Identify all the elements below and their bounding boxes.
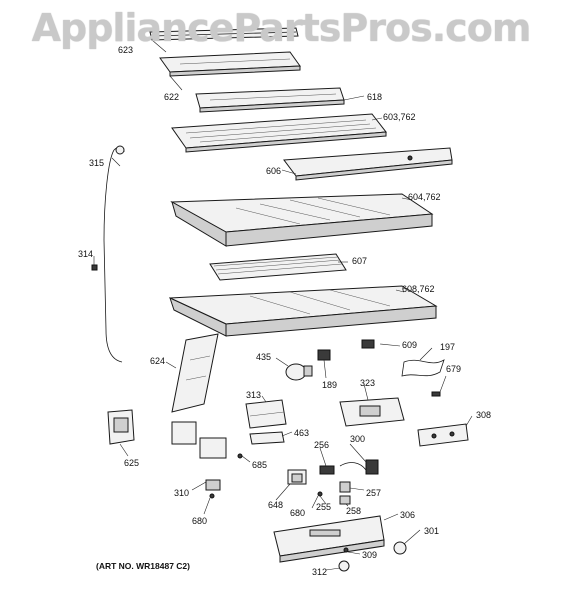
label-604-762: 604,762 bbox=[408, 192, 441, 202]
part-197-gasket bbox=[401, 359, 445, 377]
part-618-rail bbox=[195, 87, 345, 113]
label-256: 256 bbox=[314, 440, 330, 450]
part-300-harness bbox=[339, 459, 379, 475]
part-685-screw bbox=[237, 453, 243, 459]
art-number: (ART NO. WR18487 C2) bbox=[96, 561, 190, 571]
label-623: 623 bbox=[118, 45, 134, 55]
watermark: AppliancePartsPros.com bbox=[31, 6, 532, 50]
part-623-strip bbox=[149, 27, 299, 41]
part-313-housing bbox=[245, 399, 287, 429]
label-618: 618 bbox=[367, 92, 383, 102]
part-609-clip bbox=[361, 339, 375, 349]
label-309: 309 bbox=[362, 550, 378, 560]
part-301-knob bbox=[393, 541, 407, 555]
label-257: 257 bbox=[366, 488, 382, 498]
part-679-screw bbox=[431, 391, 441, 397]
part-608-tray bbox=[169, 285, 438, 337]
label-189: 189 bbox=[322, 380, 338, 390]
label-463: 463 bbox=[294, 428, 310, 438]
label-312: 312 bbox=[312, 567, 328, 577]
part-312-knob bbox=[338, 560, 350, 572]
part-607-filter bbox=[209, 253, 347, 281]
part-310-thermostat bbox=[171, 421, 227, 499]
label-301: 301 bbox=[424, 526, 440, 536]
part-606-trim bbox=[283, 147, 453, 181]
part-622-grille bbox=[159, 51, 301, 77]
part-258-block bbox=[339, 495, 351, 505]
part-323-panel bbox=[339, 397, 405, 427]
label-255: 255 bbox=[316, 502, 332, 512]
label-608-762: 608,762 bbox=[402, 284, 435, 294]
label-308: 308 bbox=[476, 410, 492, 420]
label-680-b: 680 bbox=[192, 516, 208, 526]
part-603-shelf bbox=[171, 113, 387, 153]
part-306-housing bbox=[273, 515, 385, 563]
part-648-relay bbox=[287, 469, 307, 485]
part-257-block bbox=[339, 481, 351, 493]
label-197: 197 bbox=[440, 342, 456, 352]
part-256-switch bbox=[319, 465, 335, 475]
label-435: 435 bbox=[256, 352, 272, 362]
part-255-washer bbox=[317, 491, 323, 497]
part-463-plate bbox=[249, 431, 285, 445]
label-609: 609 bbox=[402, 340, 418, 350]
label-310: 310 bbox=[174, 488, 190, 498]
label-680-a: 680 bbox=[290, 508, 306, 518]
label-679: 679 bbox=[446, 364, 462, 374]
label-648: 648 bbox=[268, 500, 284, 510]
part-625-control bbox=[107, 409, 135, 445]
label-306: 306 bbox=[400, 510, 416, 520]
part-435-bulb bbox=[285, 363, 313, 381]
part-624-duct bbox=[171, 333, 219, 413]
leader-lines bbox=[93, 39, 473, 571]
label-300: 300 bbox=[350, 434, 366, 444]
label-315: 315 bbox=[89, 158, 105, 168]
label-606: 606 bbox=[266, 166, 282, 176]
part-189-socket bbox=[317, 349, 331, 361]
label-685: 685 bbox=[252, 460, 268, 470]
label-323: 323 bbox=[360, 378, 376, 388]
label-625: 625 bbox=[124, 458, 140, 468]
part-308-bracket bbox=[417, 423, 469, 447]
part-309-screw bbox=[343, 547, 349, 553]
label-622: 622 bbox=[164, 92, 180, 102]
label-258: 258 bbox=[346, 506, 362, 516]
part-315-tube bbox=[103, 145, 125, 363]
part-314-clip bbox=[91, 264, 98, 271]
label-607: 607 bbox=[352, 256, 368, 266]
label-624: 624 bbox=[150, 356, 166, 366]
part-604-cover bbox=[170, 193, 434, 247]
label-603-762: 603,762 bbox=[383, 112, 416, 122]
label-313: 313 bbox=[246, 390, 262, 400]
label-314: 314 bbox=[78, 249, 94, 259]
